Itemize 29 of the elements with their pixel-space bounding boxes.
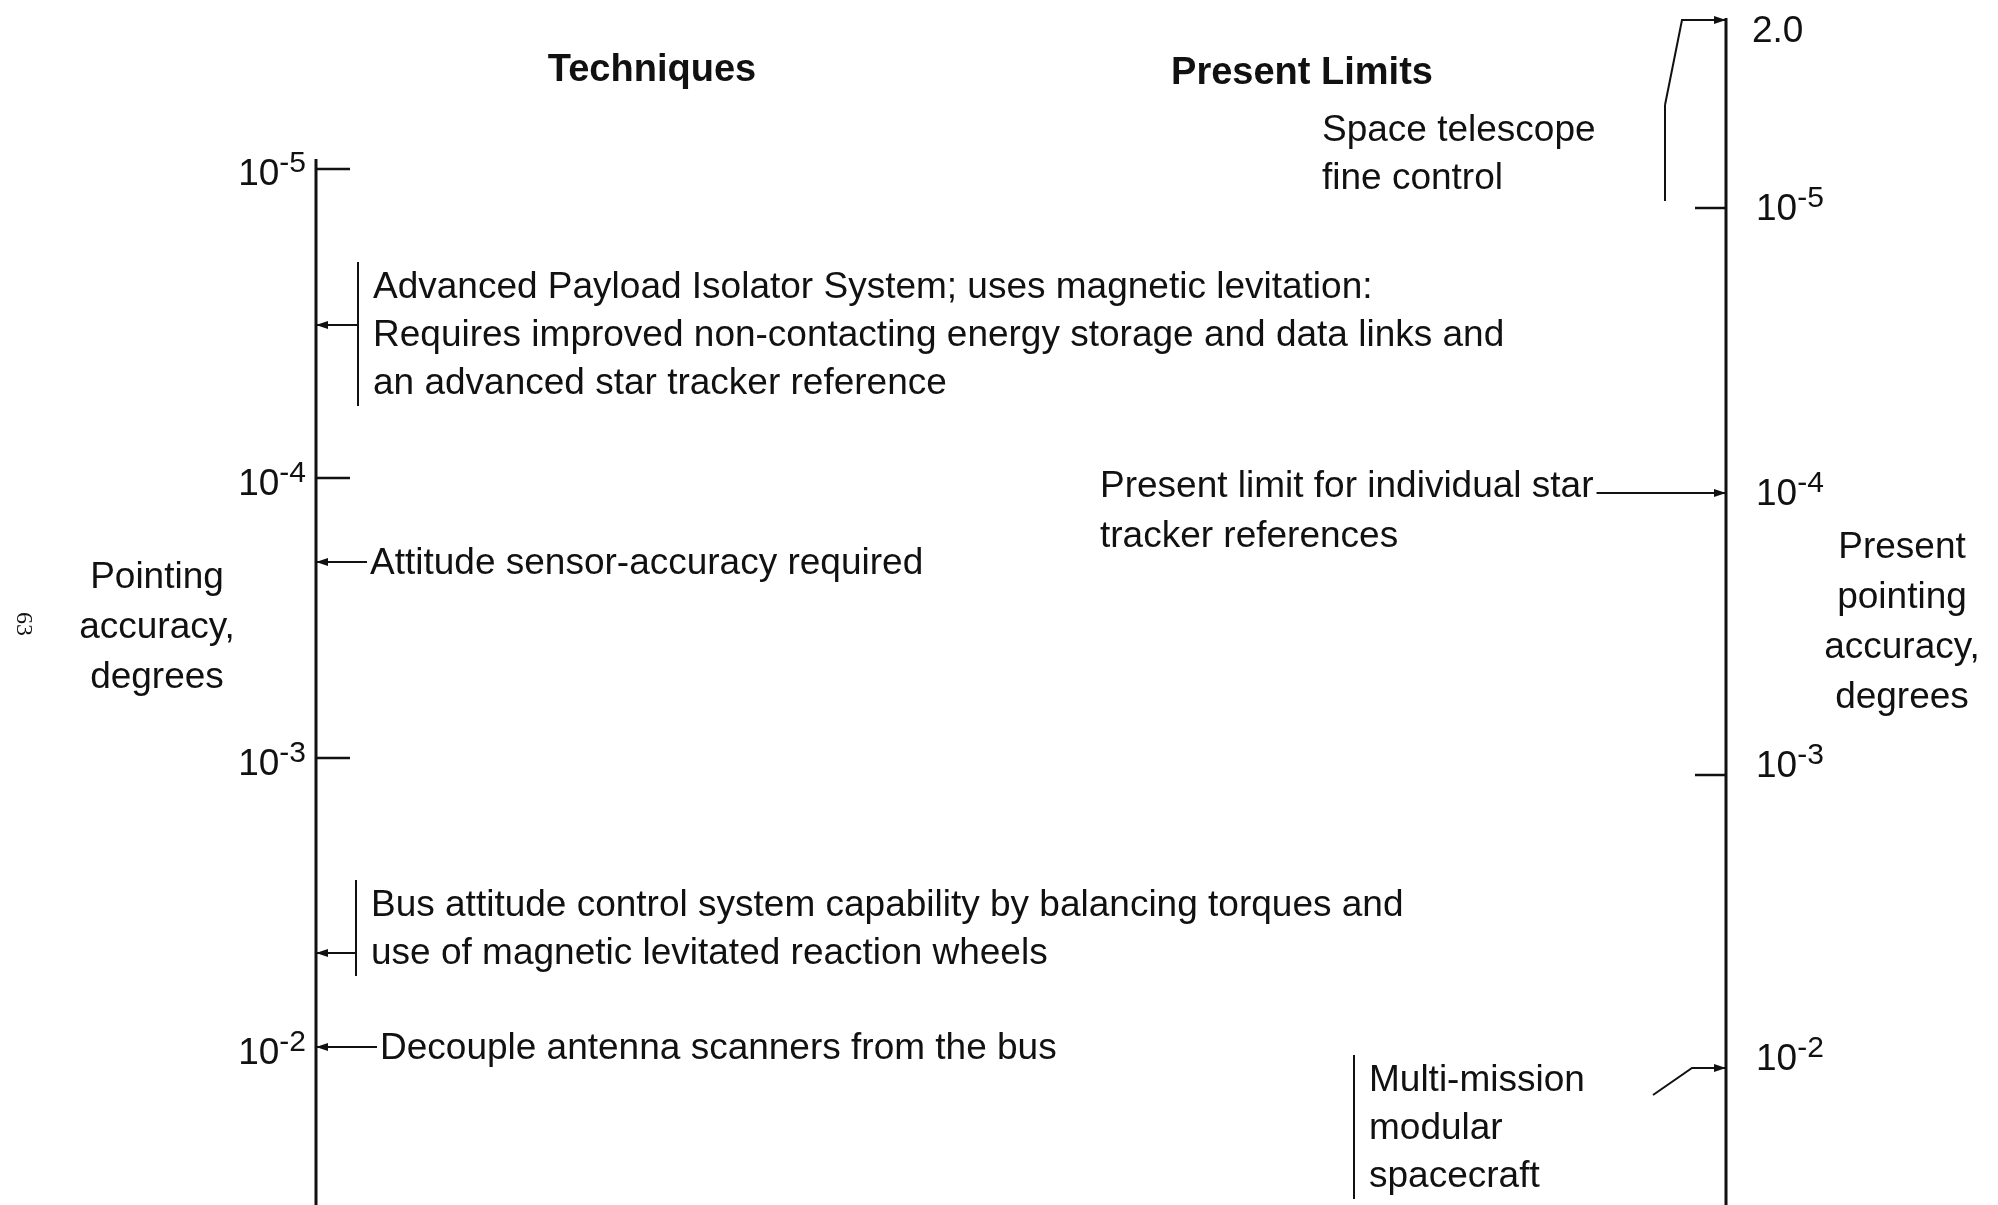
page-number: 63 [11, 612, 39, 636]
tick-label: 10$^{-3}$ [238, 734, 306, 786]
arrow [316, 558, 368, 566]
tick-label: 10$^{-3}$ [1756, 736, 1824, 788]
arrow [1664, 16, 1726, 106]
column-heading: Present Limits [1171, 49, 1433, 93]
tick-label: 10$^{-2}$ [238, 1023, 306, 1075]
tick-label: 2.0 [1752, 8, 1804, 52]
annotation-text: Decouple antenna scanners from the bus [380, 1022, 1280, 1072]
annotation-text: Present limit for individual star tracker references [1100, 460, 1645, 560]
annotation-text: Bus attitude control system capability by balancing torques and use of magnetic levitated reaction wheels [355, 880, 1415, 976]
axis-title: Present pointing accuracy, degrees [1823, 524, 1981, 718]
tick-label: 10$^{-2}$ [1756, 1029, 1824, 1081]
annotation-text: Space telescope fine control [1322, 105, 1666, 201]
tick-label: 10$^{-4}$ [238, 454, 306, 506]
tick-label: 10$^{-5}$ [1756, 179, 1824, 231]
axis [314, 159, 350, 1205]
arrow [1595, 489, 1726, 497]
tick-label: 10$^{-5}$ [238, 144, 306, 196]
tick-label: 10$^{-4}$ [1756, 464, 1824, 516]
annotation-text: Multi-mission modular spacecraft [1353, 1055, 1654, 1199]
arrow [1652, 1064, 1726, 1096]
arrow [316, 1043, 378, 1051]
axis-title: Pointing accuracy, degrees [78, 554, 236, 698]
arrow [316, 321, 359, 329]
arrow [316, 949, 357, 957]
column-heading: Techniques [547, 46, 757, 90]
axis [1695, 18, 1728, 1205]
annotation-text: Advanced Payload Isolator System; uses magnetic levitation: Requires improved non-contacting energy storage and data links and an advanced star tracker reference [357, 262, 1517, 406]
